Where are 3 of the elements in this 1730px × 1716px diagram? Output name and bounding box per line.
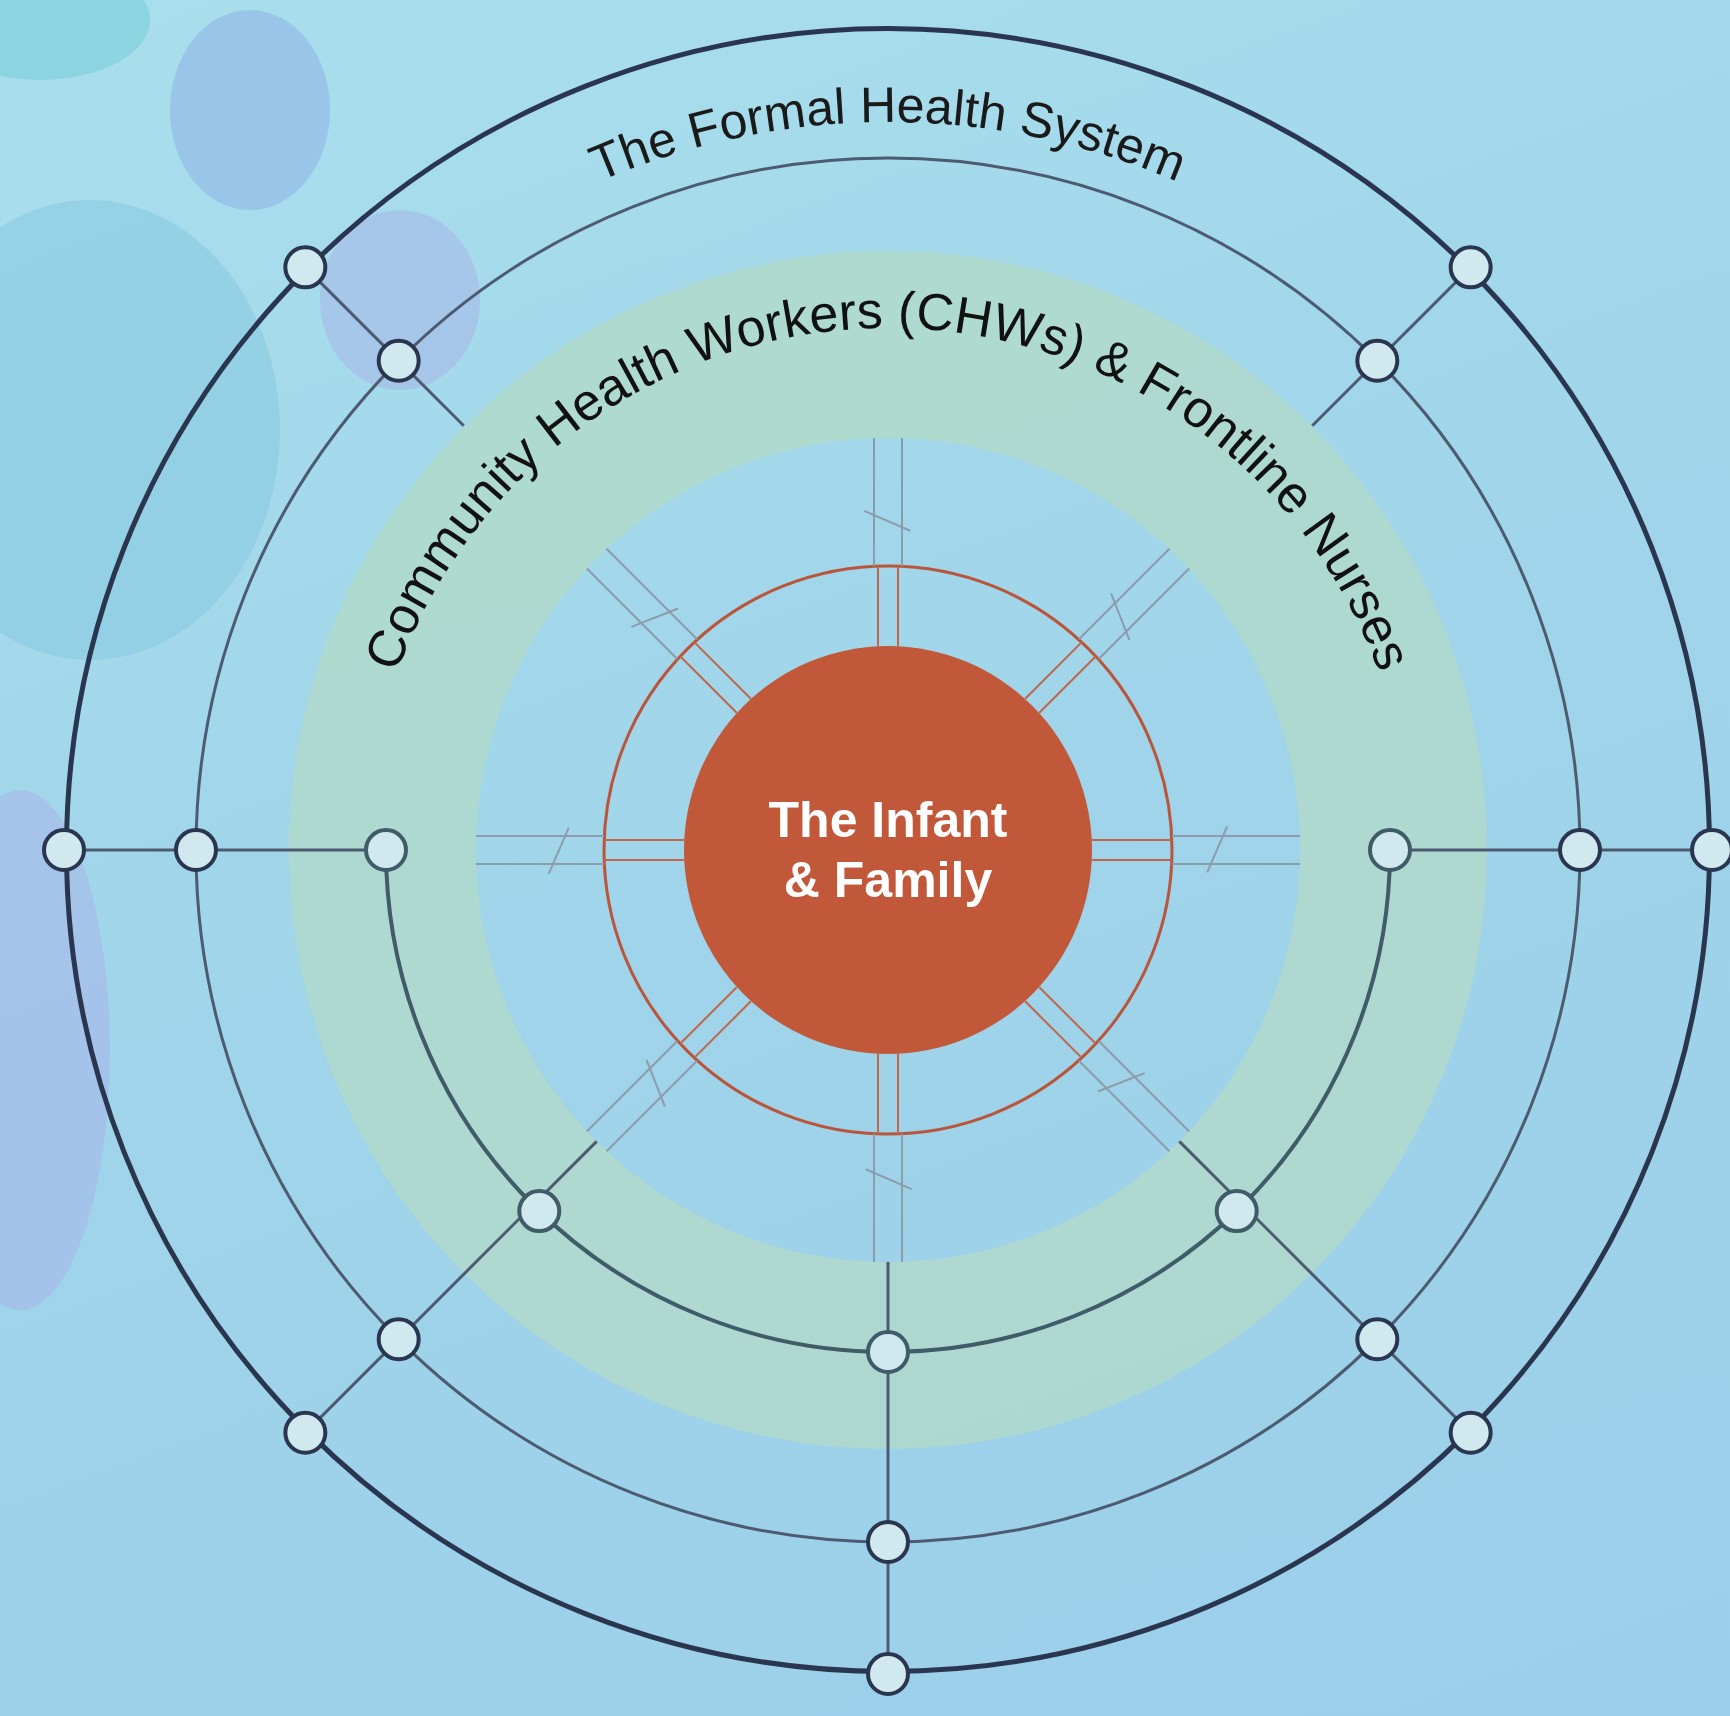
center-label: The Infant & Family bbox=[767, 791, 1009, 910]
ring-label: The Formal Health System bbox=[581, 76, 1194, 192]
worker-band bbox=[289, 251, 1487, 1449]
